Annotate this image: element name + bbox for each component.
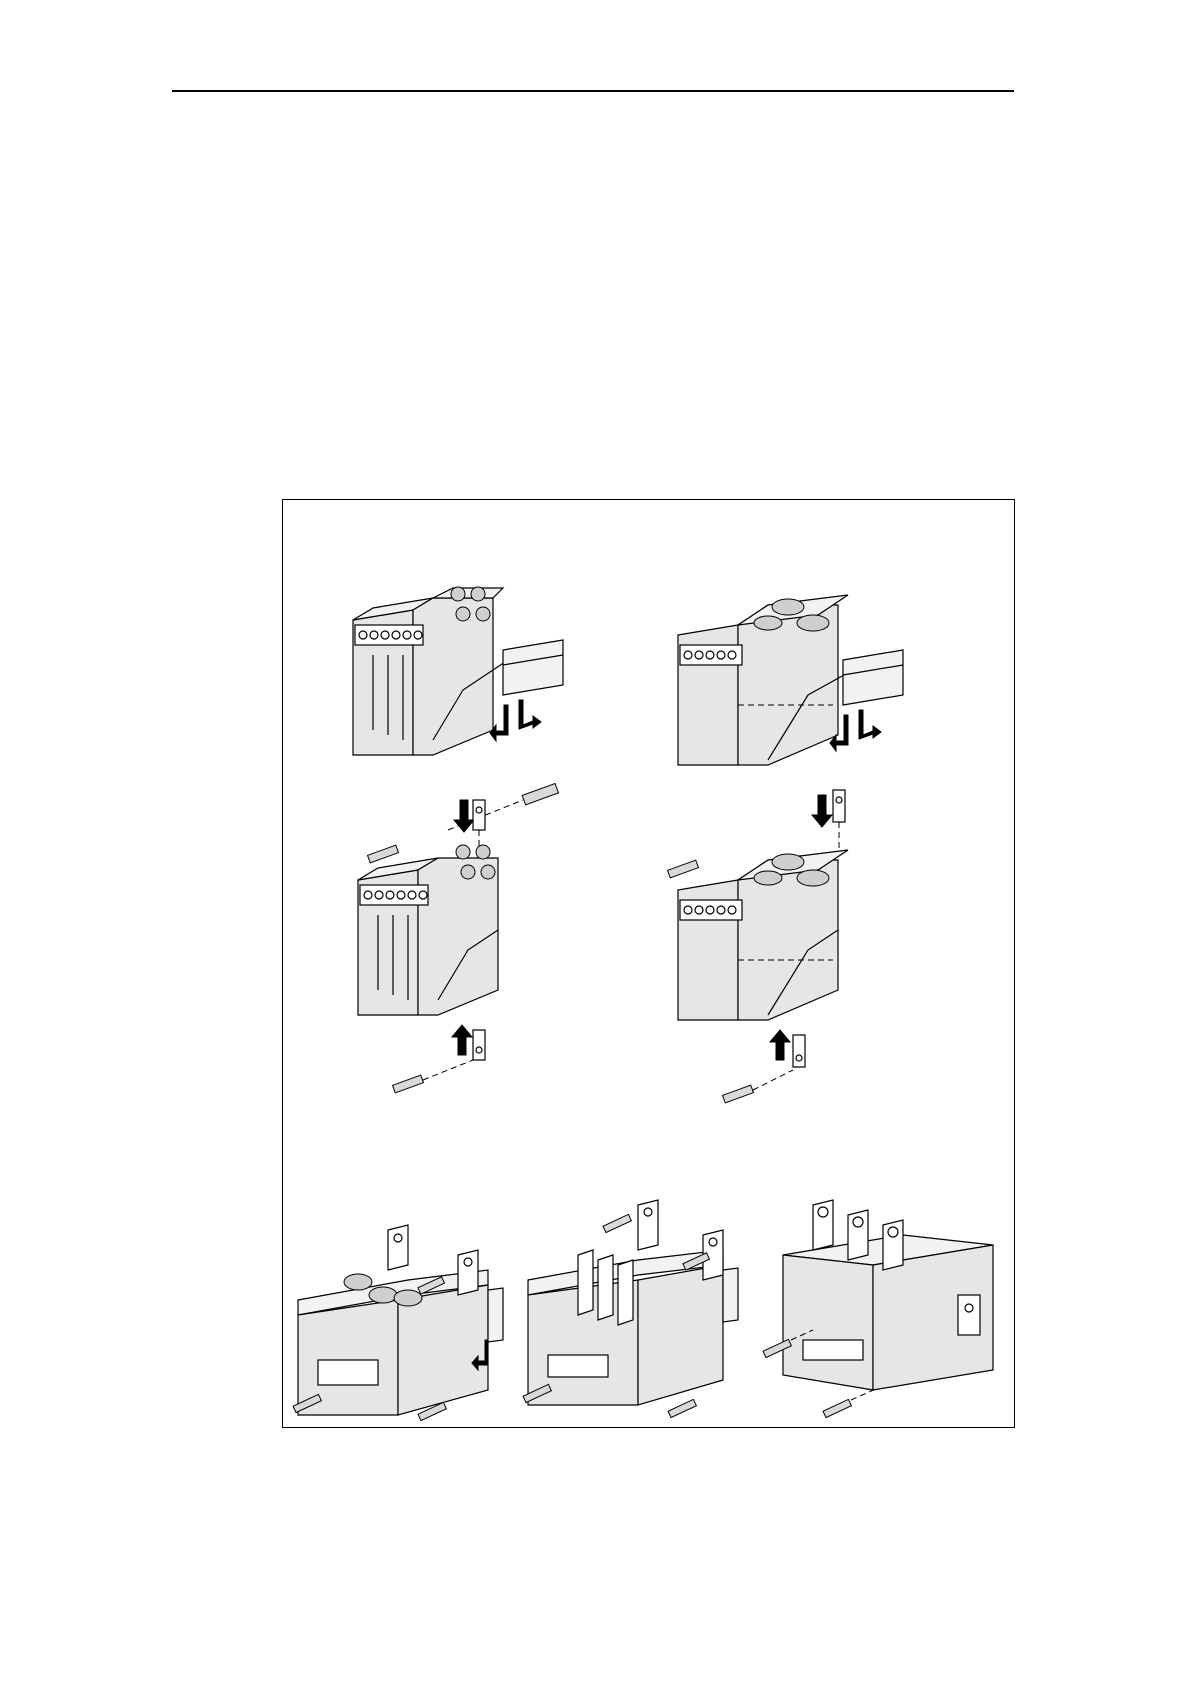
relay-bottom-center-mount-drawing [523, 1200, 753, 1425]
relay-small-rail-mount [333, 580, 563, 770]
terminal-block [680, 645, 742, 665]
header-rule [172, 90, 1014, 92]
relay-bottom-right-mount-drawing [763, 1200, 1008, 1425]
terminal-block [355, 625, 423, 645]
relay-bottom-center-mount [523, 1200, 753, 1425]
din-rail-mount-icon [843, 650, 903, 705]
mounting-figure [282, 499, 1015, 1428]
relay-large-screw-mount [668, 790, 908, 1110]
din-rail-mount-icon [503, 640, 563, 695]
relay-bottom-right-mount [763, 1200, 1008, 1425]
relay-large-rail-mount [668, 575, 908, 775]
relay-large-screw-mount-drawing [668, 790, 908, 1110]
relay-large-rail-mount-drawing [668, 575, 908, 775]
relay-bottom-left-mount-drawing [288, 1210, 518, 1425]
relay-bottom-left-mount [288, 1210, 518, 1425]
relay-small-screw-mount [338, 780, 568, 1100]
relay-small-rail-mount-drawing [333, 580, 563, 770]
relay-small-screw-mount-drawing [338, 780, 568, 1100]
